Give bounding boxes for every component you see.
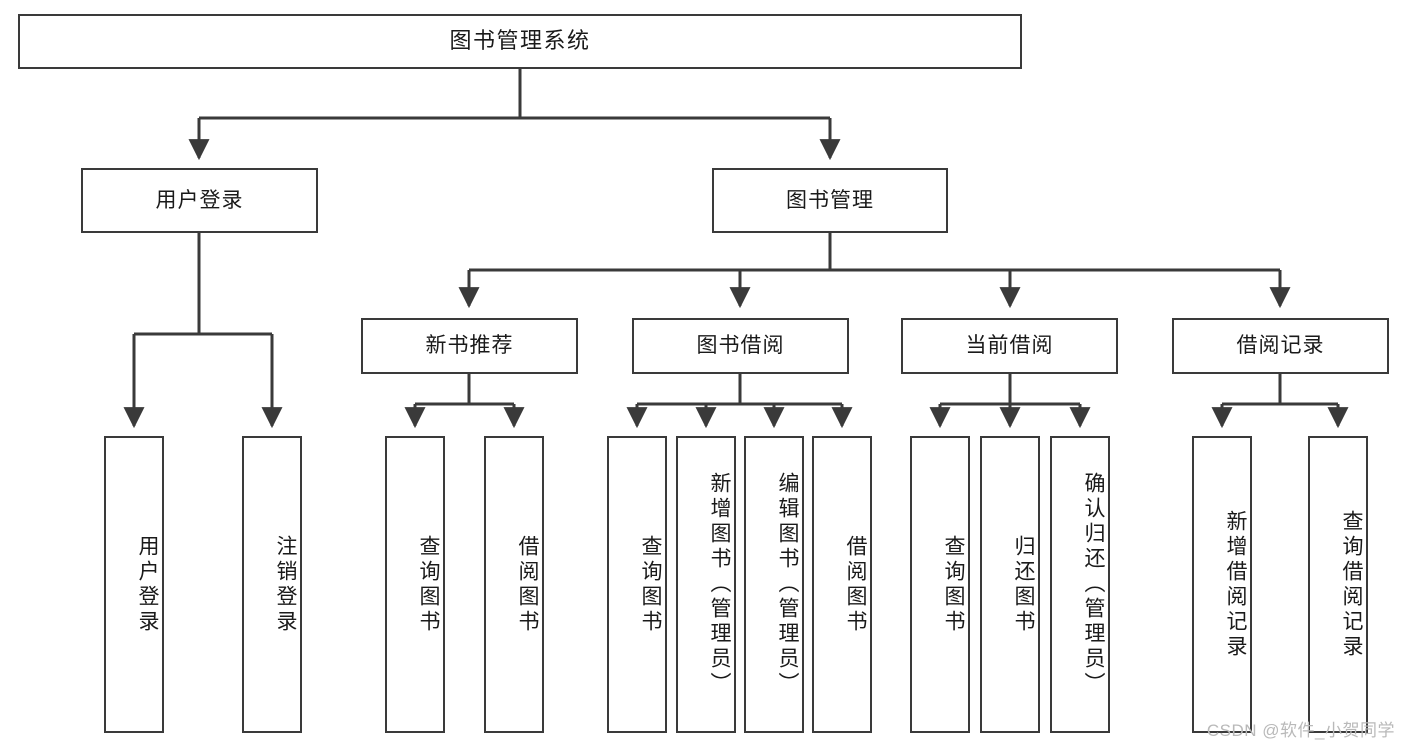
leaf-query-book-new[interactable]: 查询图书 bbox=[385, 436, 445, 733]
leaf-query-book-current[interactable]: 查询图书 bbox=[910, 436, 970, 733]
leaf-borrow-book[interactable]: 借阅图书 bbox=[812, 436, 872, 733]
node-label: 借阅图书 bbox=[516, 534, 539, 635]
node-label: 图书管理 bbox=[786, 188, 874, 212]
node-label: 用户登录 bbox=[155, 188, 244, 212]
node-label: 借阅记录 bbox=[1236, 334, 1325, 358]
node-label: 新增借阅记录 bbox=[1224, 509, 1247, 660]
node-label: 注销登录 bbox=[274, 534, 297, 635]
leaf-query-book-borrow[interactable]: 查询图书 bbox=[607, 436, 667, 733]
node-book-management[interactable]: 图书管理 bbox=[712, 168, 948, 233]
leaf-return-book[interactable]: 归还图书 bbox=[980, 436, 1040, 733]
leaf-query-borrow-record[interactable]: 查询借阅记录 bbox=[1308, 436, 1368, 733]
leaf-edit-book-admin[interactable]: 编辑图书（管理员） bbox=[744, 436, 804, 733]
node-label: 查询图书 bbox=[639, 534, 662, 635]
node-label: 归还图书 bbox=[1012, 534, 1035, 635]
node-label: 新书推荐 bbox=[425, 334, 514, 358]
node-label: 查询图书 bbox=[942, 534, 965, 635]
leaf-add-borrow-record[interactable]: 新增借阅记录 bbox=[1192, 436, 1252, 733]
node-label: 查询借阅记录 bbox=[1340, 509, 1363, 660]
node-label: 确认归还（管理员） bbox=[1082, 472, 1105, 697]
node-label: 查询图书 bbox=[417, 534, 440, 635]
node-label: 编辑图书（管理员） bbox=[776, 472, 799, 697]
node-new-book-recommendation[interactable]: 新书推荐 bbox=[361, 318, 578, 374]
leaf-borrow-book-new[interactable]: 借阅图书 bbox=[484, 436, 544, 733]
node-borrow-records[interactable]: 借阅记录 bbox=[1172, 318, 1389, 374]
node-label: 新增图书（管理员） bbox=[708, 472, 731, 697]
leaf-add-book-admin[interactable]: 新增图书（管理员） bbox=[676, 436, 736, 733]
watermark-text: CSDN @软件_小贺同学 bbox=[1206, 721, 1395, 740]
node-label: 借阅图书 bbox=[844, 534, 867, 635]
node-book-borrowing[interactable]: 图书借阅 bbox=[632, 318, 849, 374]
node-user-login[interactable]: 用户登录 bbox=[81, 168, 318, 233]
node-label: 图书管理系统 bbox=[449, 28, 591, 54]
leaf-logout[interactable]: 注销登录 bbox=[242, 436, 302, 733]
node-label: 图书借阅 bbox=[696, 334, 785, 358]
node-label: 当前借阅 bbox=[965, 334, 1054, 358]
leaf-user-login[interactable]: 用户登录 bbox=[104, 436, 164, 733]
node-root-book-management-system[interactable]: 图书管理系统 bbox=[18, 14, 1022, 69]
node-current-borrowing[interactable]: 当前借阅 bbox=[901, 318, 1118, 374]
leaf-confirm-return-admin[interactable]: 确认归还（管理员） bbox=[1050, 436, 1110, 733]
node-label: 用户登录 bbox=[136, 534, 159, 635]
